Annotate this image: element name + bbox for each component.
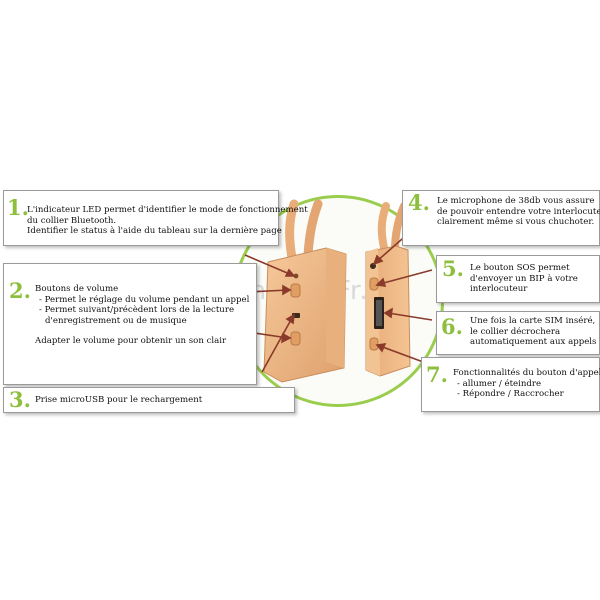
callout-7-line: - allumer / éteindre [457, 378, 542, 389]
callout-7-line: Fonctionnalités du bouton d'appel [453, 368, 600, 378]
callout-3-line: Prise microUSB pour le rechargement [35, 395, 203, 405]
callout-6-line: Une fois la carte SIM inséré, [470, 316, 596, 326]
arrow-4-head [372, 254, 384, 266]
callout-text-4: Le microphone de 38db vous assure de pou… [437, 196, 600, 228]
call-button [369, 337, 379, 351]
callout-2-line: - Permet le réglage du volume pendant un… [39, 294, 250, 305]
callout-6-line: automatiquement aux appels [470, 337, 597, 347]
callout-5-line: d'envoyer un BIP à votre [470, 273, 578, 284]
right-device-cord-a [377, 202, 390, 256]
callout-2-line: Boutons de volume [35, 284, 119, 294]
callout-box-4 [402, 190, 600, 246]
callout-4-line: clairement même si vous chuchoter. [437, 217, 595, 227]
callout-text-2: Boutons de volume - Permet le réglage du… [35, 284, 249, 347]
callout-text-3: Prise microUSB pour le rechargement [35, 395, 202, 406]
callout-text-1: L'indicateur LED permet d'identifier le … [27, 205, 308, 237]
callout-box-1 [3, 190, 279, 246]
arrow-5 [379, 269, 433, 285]
callout-1-line: L'indicateur LED permet d'identifier le … [27, 205, 308, 215]
sim-card [376, 300, 382, 326]
callout-number-5: 5. [442, 256, 464, 281]
callout-number-3: 3. [9, 387, 31, 412]
callout-5-line: Le bouton SOS permet [470, 263, 570, 273]
arrow-3-head [285, 313, 295, 325]
callout-number-6: 6. [441, 314, 463, 339]
led-indicator [293, 273, 299, 279]
callout-text-5: Le bouton SOS permet d'envoyer un BIP à … [470, 263, 578, 295]
callout-text-6: Une fois la carte SIM inséré, le collier… [470, 316, 596, 348]
arrow-2b-head [281, 332, 292, 344]
callout-4-line: de pouvoir entendre votre interlocuteur [437, 206, 600, 217]
sos-button [369, 277, 379, 291]
callout-number-1: 1. [7, 195, 29, 220]
arrow-6 [387, 312, 433, 321]
arrow-1 [244, 254, 293, 276]
left-device-side [326, 248, 346, 368]
arrow-5-head [375, 277, 387, 287]
callout-box-7 [421, 357, 600, 412]
callout-text-7: Fonctionnalités du bouton d'appel - allu… [453, 368, 600, 400]
callout-4-line: Le microphone de 38db vous assure [437, 196, 595, 206]
callout-number-4: 4. [408, 190, 430, 215]
volume-down-button [290, 331, 301, 346]
arrow-2a-head [282, 284, 292, 296]
arrow-7-head [375, 343, 387, 353]
callout-number-7: 7. [426, 362, 448, 387]
arrow-6-head [383, 307, 393, 319]
callout-6-line: le collier décrochera [470, 326, 561, 337]
callout-box-6 [436, 311, 600, 355]
spacer [35, 326, 249, 336]
callout-2-extra: Adapter le volume pour obtenir un son cl… [35, 336, 227, 346]
callout-box-5 [436, 255, 600, 303]
callout-box-2 [3, 263, 257, 385]
callout-2-line: - Permet suivant/précèdent lors de la le… [39, 305, 235, 315]
arrow-1-head [284, 268, 296, 277]
callout-box-3 [3, 387, 295, 413]
callout-1-line: du collier Bluetooth. [27, 215, 117, 226]
callout-5-line: interlocuteur [470, 284, 528, 294]
left-device-cord-b [303, 199, 323, 261]
volume-up-button [290, 283, 301, 298]
callout-1-line: Identifier le status à l'aide du tableau… [27, 226, 282, 236]
arrow-3 [261, 317, 293, 373]
callout-2-line: d'enregistrement ou de musique [45, 315, 187, 326]
callout-number-2: 2. [9, 278, 31, 303]
callout-7-line: - Répondre / Raccrocher [457, 389, 564, 399]
left-device-cord-a [285, 199, 299, 263]
